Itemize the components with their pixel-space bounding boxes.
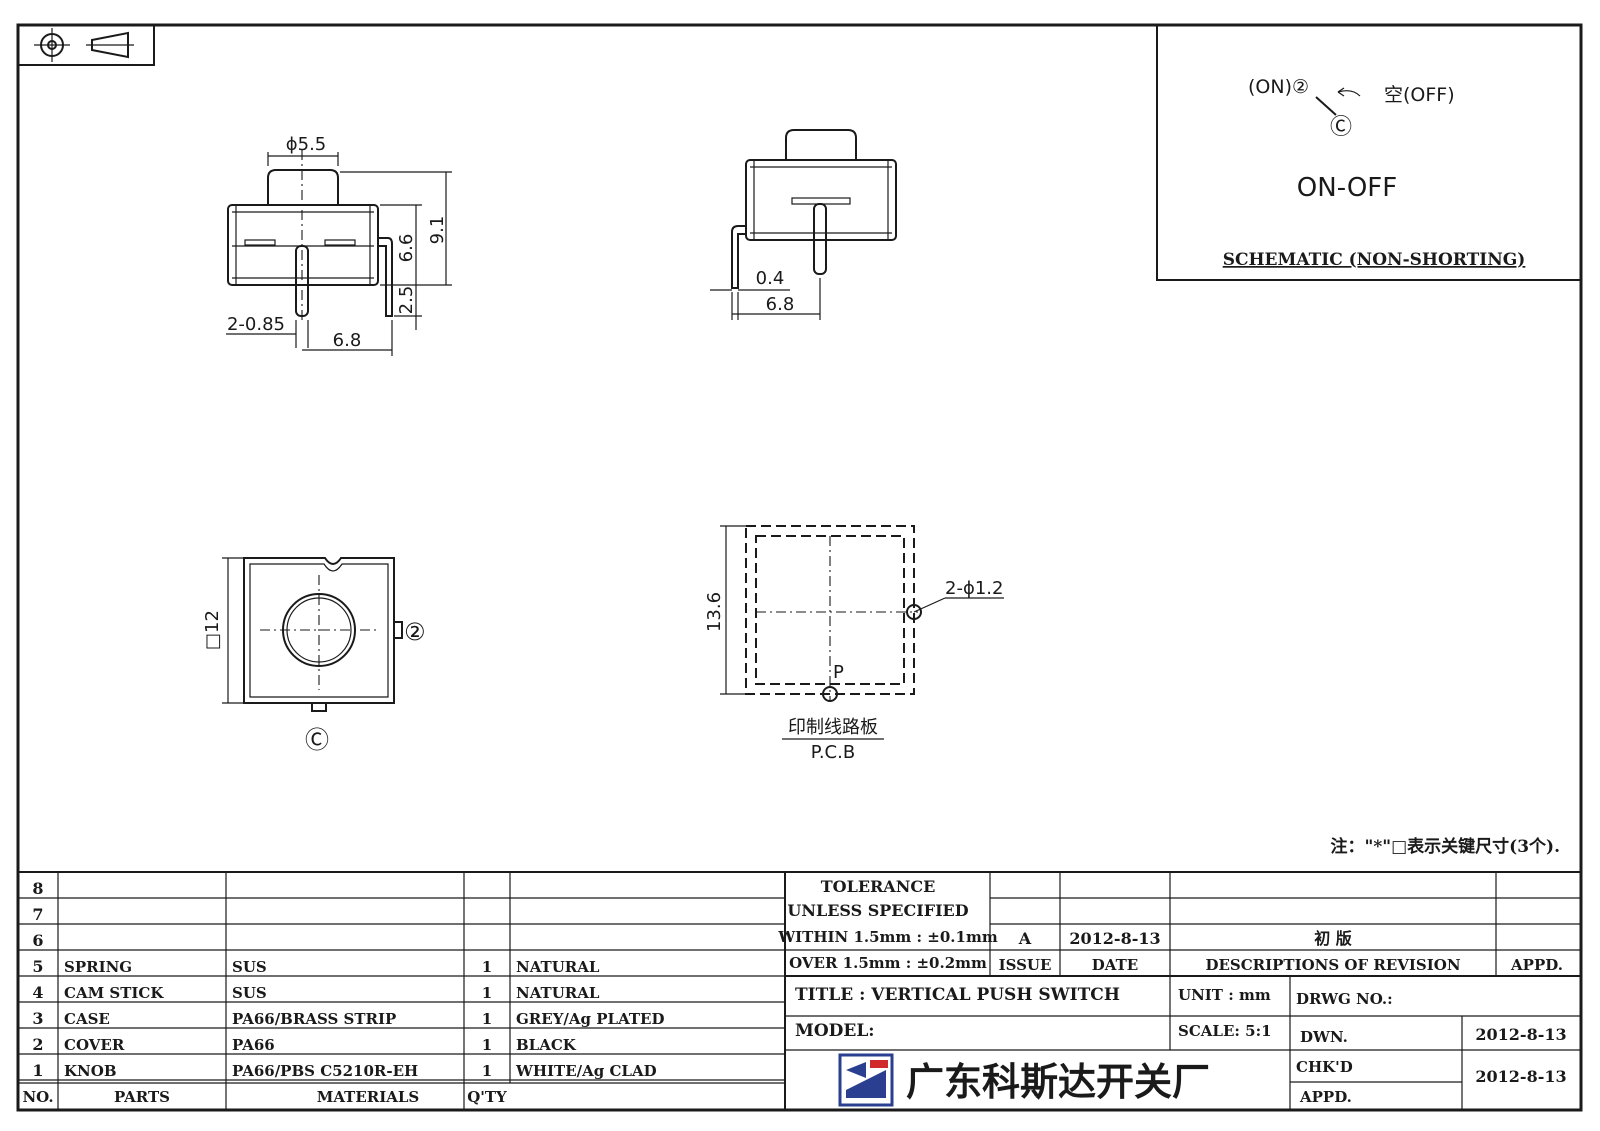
dim-pcb-holes: 2-ϕ1.2 xyxy=(945,578,1003,599)
header-issue: ISSUE xyxy=(999,956,1052,974)
chkd-label: CHK'D xyxy=(1296,1058,1353,1076)
row-no: 3 xyxy=(32,1009,43,1028)
row-finish: WHITE/Ag CLAD xyxy=(515,1062,657,1080)
revision-grid xyxy=(785,872,1581,1110)
row-qty: 1 xyxy=(482,958,492,976)
revision-issue: A xyxy=(1018,929,1032,948)
row-finish: BLACK xyxy=(516,1036,577,1054)
table-row: 1 KNOB PA66/PBS C5210R-EH 1 WHITE/Ag CLA… xyxy=(32,1061,656,1080)
row-part: KNOB xyxy=(64,1062,117,1080)
company-logo xyxy=(838,1053,894,1107)
front-view xyxy=(226,150,452,356)
parts-table-grid xyxy=(18,871,1581,1110)
header-appd: APPD. xyxy=(1510,956,1563,974)
dim-square-size: □12 xyxy=(202,610,223,650)
drawing-title: TITLE : VERTICAL PUSH SWITCH xyxy=(795,985,1120,1005)
row-qty: 1 xyxy=(482,984,492,1002)
dim-total-height: 9.1 xyxy=(427,216,448,245)
row-part: CAM STICK xyxy=(64,984,164,1002)
projection-symbol xyxy=(17,24,155,66)
drawing-note: 注："*"□表示关键尺寸(3个). xyxy=(1331,836,1561,857)
top-view xyxy=(222,557,403,712)
tolerance-line1: TOLERANCE xyxy=(821,877,936,896)
row-finish: GREY/Ag PLATED xyxy=(516,1010,665,1028)
row-material: SUS xyxy=(232,984,267,1002)
tolerance-line2: UNLESS SPECIFIED xyxy=(787,901,968,920)
schematic-off-label: 空(OFF) xyxy=(1384,84,1455,106)
row-no: 4 xyxy=(32,983,43,1002)
row-material: SUS xyxy=(232,958,267,976)
header-qty: Q'TY xyxy=(467,1088,507,1106)
parts-table-rows: 8 7 6 5 SPRING SUS 1 NATURAL 4 CAM STICK… xyxy=(22,879,664,1106)
header-descriptions: DESCRIPTIONS OF REVISION xyxy=(1205,956,1460,974)
drwg-no-label: DRWG NO.: xyxy=(1296,990,1393,1008)
side-view xyxy=(710,129,897,320)
pcb-pad-label: P xyxy=(833,662,844,683)
dwn-label: DWN. xyxy=(1300,1028,1348,1046)
scale-label: SCALE: 5:1 xyxy=(1178,1022,1272,1040)
table-row: 7 xyxy=(32,905,43,924)
row-qty: 1 xyxy=(482,1010,492,1028)
table-row: 8 xyxy=(32,879,43,898)
dim-side-thickness: 0.4 xyxy=(756,268,785,289)
row-no: 7 xyxy=(32,905,43,924)
row-part: COVER xyxy=(64,1036,125,1054)
table-row: 4 CAM STICK SUS 1 NATURAL xyxy=(32,983,599,1002)
header-materials: MATERIALS xyxy=(317,1088,420,1106)
dim-pin-width: 2-0.85 xyxy=(227,314,285,335)
row-qty: 1 xyxy=(482,1036,492,1054)
company-name: 广东科斯达开关厂 xyxy=(906,1060,1210,1104)
dim-knob-diameter: ϕ5.5 xyxy=(286,134,327,155)
row-part: CASE xyxy=(64,1010,110,1028)
dim-pin-length: 2.5 xyxy=(396,286,417,315)
row-material: PA66 xyxy=(232,1036,275,1054)
revision-date: 2012-8-13 xyxy=(1069,929,1160,948)
schematic-common-label: Ⓒ xyxy=(1330,115,1352,140)
row-part: SPRING xyxy=(64,958,132,976)
schematic-mode: ON-OFF xyxy=(1297,173,1397,203)
tolerance-line4: OVER 1.5mm : ±0.2mm xyxy=(789,954,987,972)
dim-body-height: 6.6 xyxy=(396,234,417,263)
schematic-title: SCHEMATIC (NON-SHORTING) xyxy=(1223,250,1526,270)
dwn-date: 2012-8-13 xyxy=(1475,1025,1566,1044)
dim-side-pin-spacing: 6.8 xyxy=(766,294,795,315)
parts-table-rowlines xyxy=(18,897,785,1081)
pcb-caption-cn: 印制线路板 xyxy=(788,717,878,738)
model-label: MODEL: xyxy=(795,1021,875,1041)
drawing-frame xyxy=(16,23,1583,1112)
row-no: 2 xyxy=(32,1035,43,1054)
unit-label: UNIT : mm xyxy=(1178,986,1271,1004)
terminal-2-label: ② xyxy=(404,618,426,646)
pcb-view xyxy=(720,525,1004,740)
chkd-date: 2012-8-13 xyxy=(1475,1067,1566,1086)
table-row: 3 CASE PA66/BRASS STRIP 1 GREY/Ag PLATED xyxy=(32,1009,664,1028)
header-parts: PARTS xyxy=(114,1088,170,1106)
row-no: 5 xyxy=(32,957,43,976)
table-row: 5 SPRING SUS 1 NATURAL xyxy=(32,957,599,976)
row-no: 1 xyxy=(32,1061,43,1080)
dim-pcb-height: 13.6 xyxy=(704,592,725,632)
row-finish: NATURAL xyxy=(516,984,600,1002)
schematic-on-label: (ON)② xyxy=(1248,76,1309,98)
revision-description: 初 版 xyxy=(1314,929,1352,948)
dim-pin-spacing: 6.8 xyxy=(333,330,362,351)
header-no: NO. xyxy=(22,1088,53,1106)
row-no: 6 xyxy=(32,931,43,950)
row-no: 8 xyxy=(32,879,43,898)
schematic-box xyxy=(1156,24,1582,281)
table-row: 2 COVER PA66 1 BLACK xyxy=(32,1035,576,1054)
table-row: 6 xyxy=(32,931,43,950)
appd-label: APPD. xyxy=(1299,1088,1352,1106)
row-qty: 1 xyxy=(482,1062,492,1080)
header-date: DATE xyxy=(1092,956,1138,974)
row-finish: NATURAL xyxy=(516,958,600,976)
tolerance-line3: WITHIN 1.5mm : ±0.1mm xyxy=(777,928,998,946)
row-material: PA66/BRASS STRIP xyxy=(232,1010,396,1028)
row-material: PA66/PBS C5210R-EH xyxy=(232,1062,418,1080)
pcb-caption-en: P.C.B xyxy=(811,742,855,763)
terminal-c-label: Ⓒ xyxy=(305,726,329,754)
